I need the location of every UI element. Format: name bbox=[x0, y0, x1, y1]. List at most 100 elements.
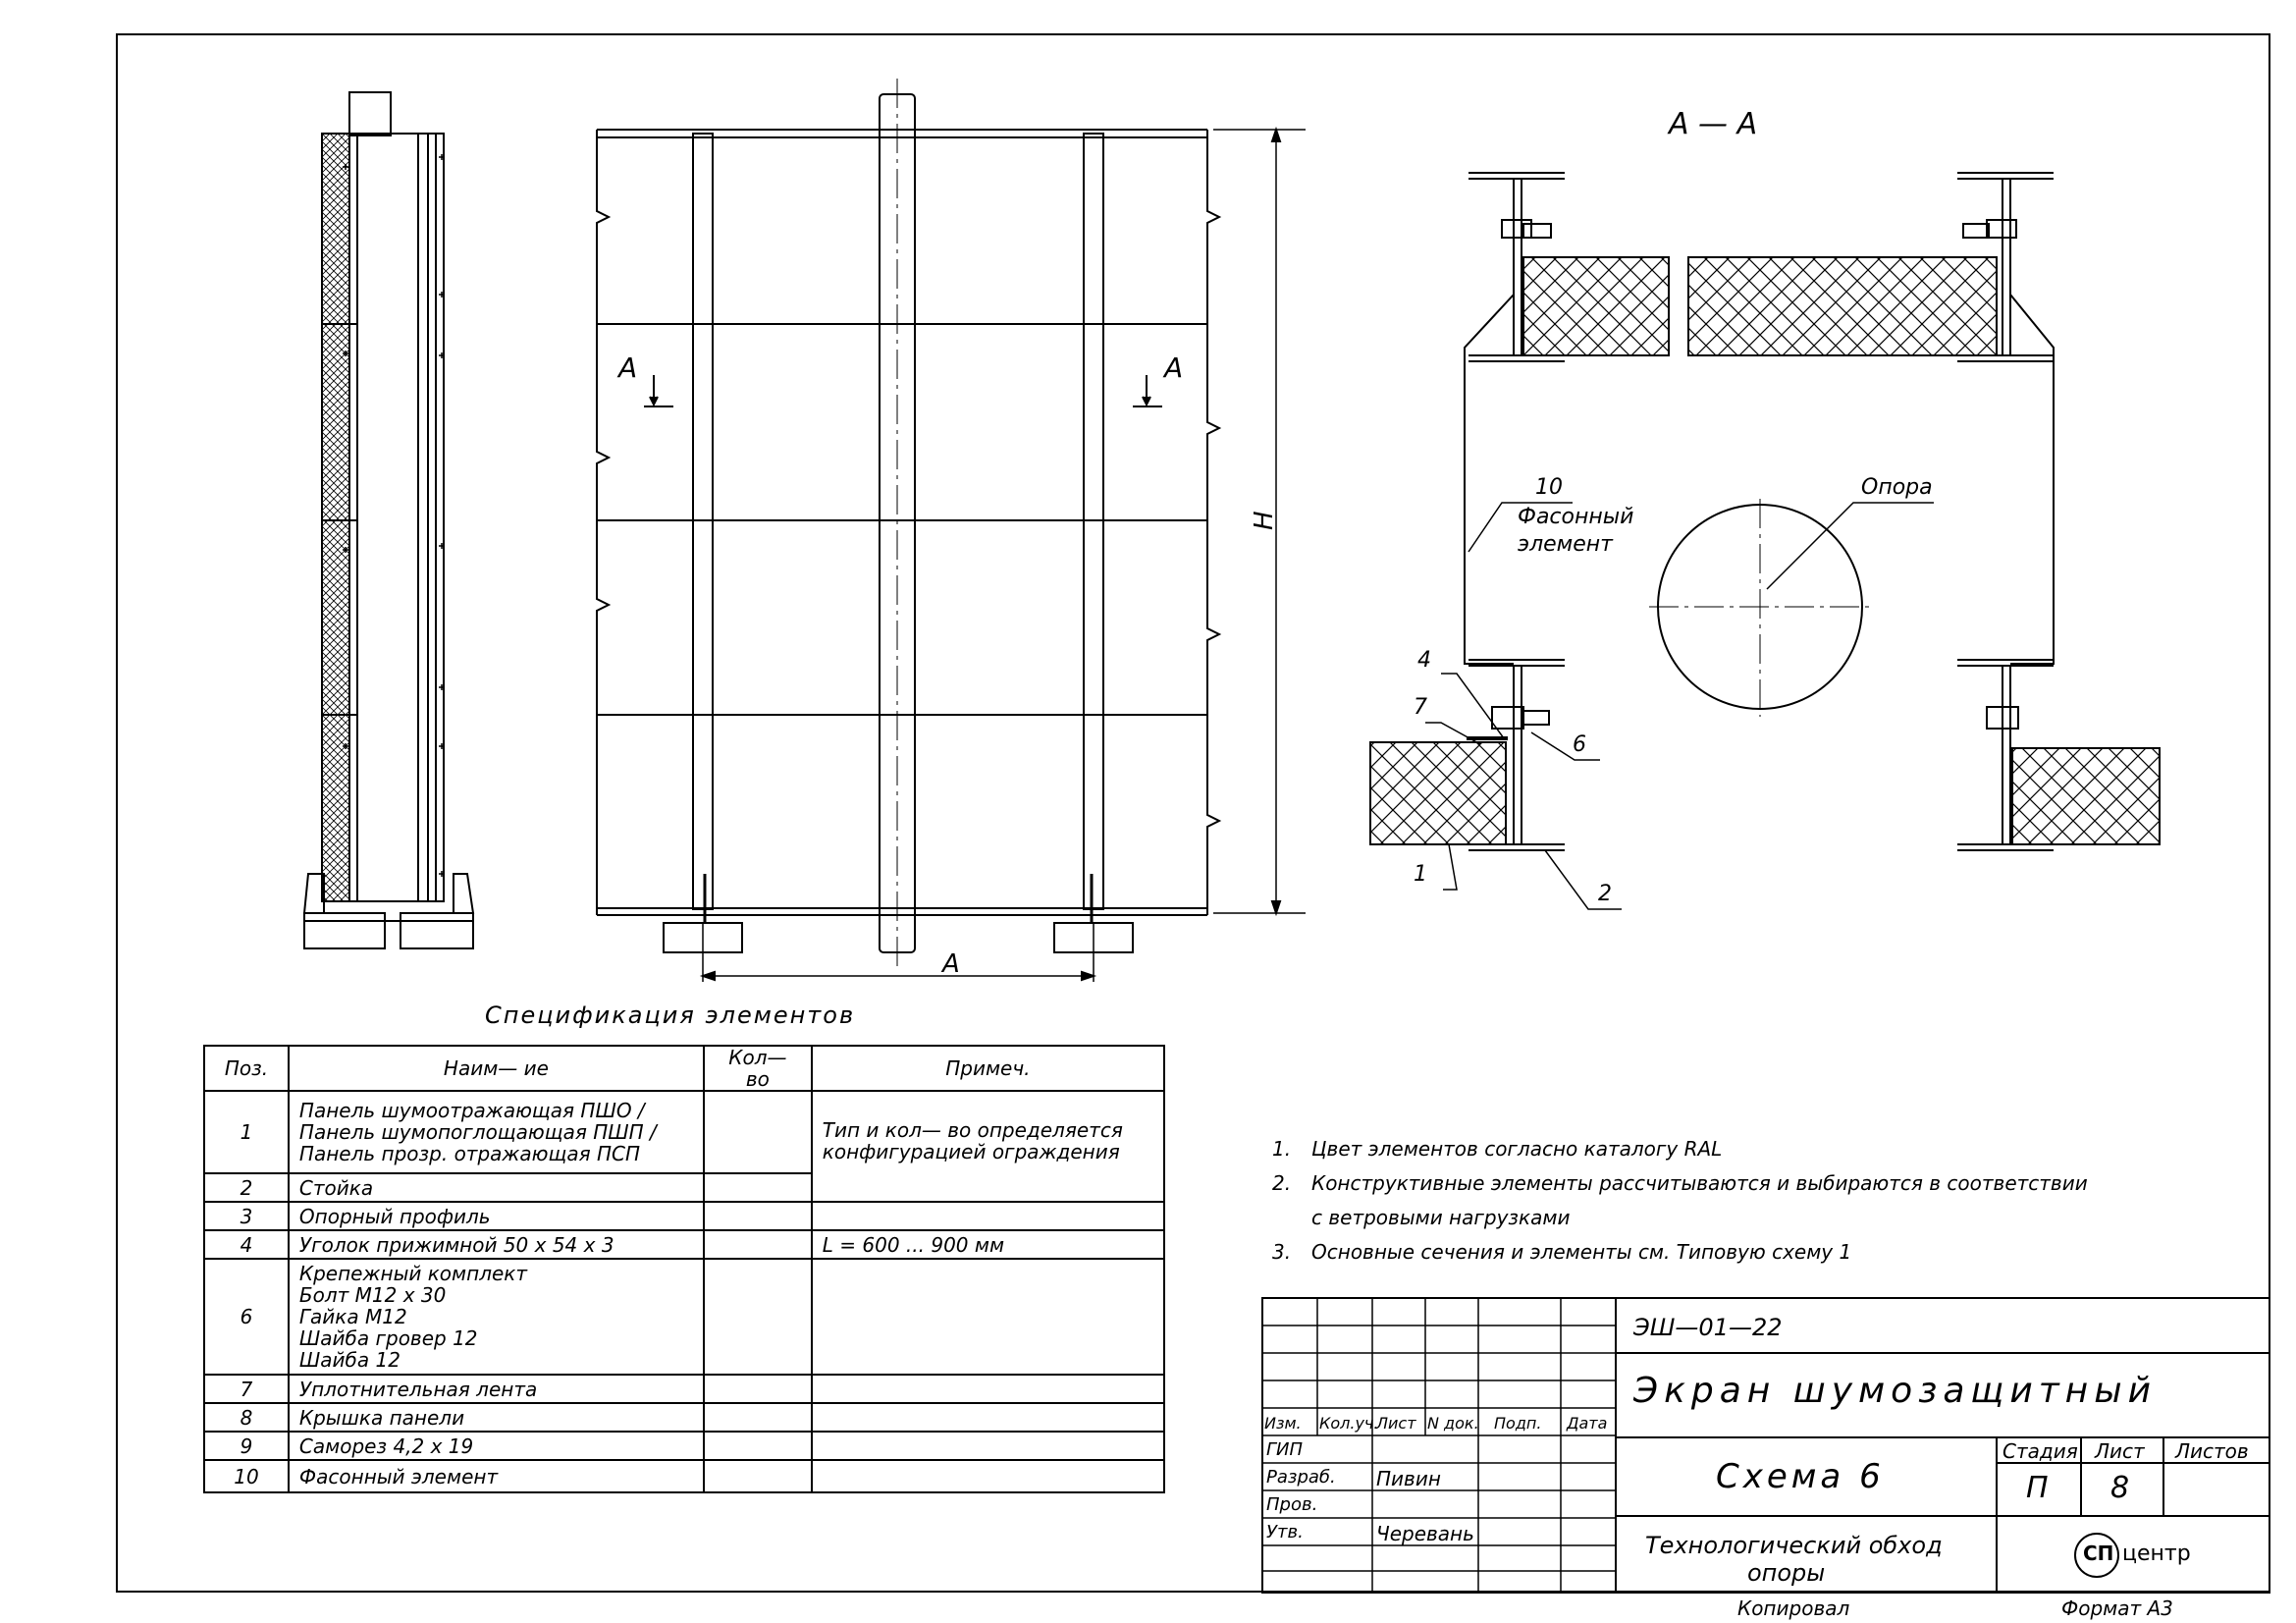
cut-mark-right: А bbox=[1162, 352, 1183, 384]
spec-qty bbox=[703, 1090, 813, 1174]
spec-pos: 6 bbox=[203, 1258, 290, 1376]
callout-10-line2: элемент bbox=[1518, 532, 1614, 557]
col-podp: Подп. bbox=[1494, 1414, 1542, 1433]
spec-row: 3 Опорный профиль bbox=[203, 1201, 1166, 1231]
spec-row: 4 Уголок прижимной 50 х 54 х 3 L = 600 .… bbox=[203, 1229, 1166, 1260]
spec-pos: 7 bbox=[203, 1374, 290, 1404]
callout-1: 1 bbox=[1414, 862, 1427, 887]
spec-header-qty: Кол— во bbox=[703, 1045, 813, 1092]
spec-pos: 4 bbox=[203, 1229, 290, 1260]
spec-qty bbox=[703, 1374, 813, 1404]
spec-pos: 8 bbox=[203, 1402, 290, 1433]
spec-qty bbox=[703, 1431, 813, 1461]
sheets-label: Листов bbox=[2175, 1439, 2249, 1463]
subtitle-line1: Технологический обход bbox=[1645, 1532, 1943, 1559]
general-notes: 1.Цвет элементов согласно каталогу RAL 2… bbox=[1272, 1137, 2088, 1274]
sheet-title: Схема 6 bbox=[1716, 1457, 1885, 1496]
format-label: Формат А3 bbox=[2061, 1596, 2173, 1620]
role-utv: Утв. bbox=[1266, 1522, 1304, 1542]
callout-opora: Опора bbox=[1861, 475, 1933, 500]
spec-note bbox=[810, 1459, 1166, 1493]
note-item: 1.Цвет элементов согласно каталогу RAL bbox=[1272, 1137, 1723, 1161]
spec-pos: 10 bbox=[203, 1459, 290, 1493]
sheet-label: Лист bbox=[2095, 1439, 2145, 1463]
spec-pos: 2 bbox=[203, 1172, 290, 1203]
document-code: ЭШ—01—22 bbox=[1633, 1314, 1783, 1341]
role-gip: ГИП bbox=[1266, 1439, 1304, 1460]
spec-note bbox=[810, 1258, 1166, 1376]
spec-row: 7 Уплотнительная лента bbox=[203, 1374, 1166, 1404]
front-view bbox=[596, 79, 1306, 982]
role-razrab: Разраб. bbox=[1266, 1467, 1336, 1488]
project-name: Экран шумозащитный bbox=[1633, 1371, 2158, 1411]
spec-note bbox=[810, 1431, 1166, 1461]
col-list: Лист bbox=[1376, 1414, 1416, 1433]
spec-row: 2 Стойка bbox=[203, 1172, 1164, 1203]
spec-qty bbox=[703, 1201, 813, 1231]
role-prov: Пров. bbox=[1266, 1494, 1318, 1515]
copied-label: Копировал bbox=[1737, 1596, 1850, 1620]
col-data: Дата bbox=[1567, 1414, 1608, 1433]
side-view bbox=[302, 91, 475, 949]
dimension-span: А bbox=[940, 949, 960, 979]
spec-name: Уголок прижимной 50 х 54 х 3 bbox=[287, 1229, 706, 1260]
name-utv: Черевань bbox=[1376, 1522, 1474, 1545]
spec-pos: 3 bbox=[203, 1201, 290, 1231]
spec-header-pos: Поз. bbox=[203, 1045, 290, 1092]
spec-header-row: Поз. Наим— ие Кол— во Примеч. bbox=[203, 1045, 1166, 1092]
col-izm: Изм. bbox=[1264, 1414, 1302, 1433]
spec-pos: 9 bbox=[203, 1431, 290, 1461]
spec-qty bbox=[703, 1172, 813, 1203]
note-item: с ветровыми нагрузками bbox=[1311, 1206, 1571, 1229]
spec-name: Уплотнительная лента bbox=[287, 1374, 706, 1404]
note-item: 2.Конструктивные элементы рассчитываются… bbox=[1272, 1171, 2088, 1195]
section-view bbox=[1369, 172, 2161, 910]
spec-table: Поз. Наим— ие Кол— во Примеч. 1 Панель ш… bbox=[203, 1045, 1166, 1493]
spec-note bbox=[810, 1402, 1166, 1433]
dimension-height: Н bbox=[1250, 511, 1279, 530]
spec-note bbox=[810, 1201, 1166, 1231]
logo-suffix: центр bbox=[2122, 1542, 2191, 1566]
callout-7: 7 bbox=[1414, 695, 1427, 720]
spec-qty bbox=[703, 1258, 813, 1376]
spec-qty bbox=[703, 1402, 813, 1433]
spec-name: Саморез 4,2 х 19 bbox=[287, 1431, 706, 1461]
spec-row: 10 Фасонный элемент bbox=[203, 1459, 1166, 1493]
spec-header-name: Наим— ие bbox=[287, 1045, 706, 1092]
spec-note: L = 600 ... 900 мм bbox=[810, 1229, 1166, 1260]
callout-4: 4 bbox=[1417, 648, 1431, 673]
name-razrab: Пивин bbox=[1376, 1467, 1441, 1490]
callout-10: 10 bbox=[1535, 475, 1563, 500]
spec-qty bbox=[703, 1459, 813, 1493]
spec-name: Опорный профиль bbox=[287, 1201, 706, 1231]
stage-value: П bbox=[2026, 1471, 2049, 1505]
spec-note bbox=[810, 1374, 1166, 1404]
col-koluch: Кол.уч. bbox=[1319, 1414, 1379, 1433]
spec-qty bbox=[703, 1229, 813, 1260]
callout-6: 6 bbox=[1573, 732, 1586, 757]
spec-title: Спецификация элементов bbox=[485, 1001, 856, 1029]
note-item: 3.Основные сечения и элементы см. Типову… bbox=[1272, 1240, 1852, 1264]
cut-mark-left: А bbox=[616, 352, 637, 384]
spec-name: Панель шумоотражающая ПШО /Панель шумопо… bbox=[287, 1090, 706, 1174]
spec-row: 9 Саморез 4,2 х 19 bbox=[203, 1431, 1166, 1461]
spec-name: Стойка bbox=[287, 1172, 706, 1203]
callout-2: 2 bbox=[1598, 882, 1612, 906]
title-block bbox=[1261, 1297, 2270, 1594]
spec-name: Крышка панели bbox=[287, 1402, 706, 1433]
spec-row: 1 Панель шумоотражающая ПШО /Панель шумо… bbox=[203, 1090, 1166, 1203]
logo-icon: СП bbox=[2083, 1542, 2114, 1565]
spec-header-note: Примеч. bbox=[810, 1045, 1166, 1092]
stage-label: Стадия bbox=[2002, 1439, 2078, 1463]
spec-name: Фасонный элемент bbox=[287, 1459, 706, 1493]
sheet-value: 8 bbox=[2110, 1471, 2130, 1505]
spec-row: 8 Крышка панели bbox=[203, 1402, 1166, 1433]
spec-pos: 1 bbox=[203, 1090, 290, 1174]
col-ndok: N док. bbox=[1427, 1414, 1479, 1433]
subtitle-line2: опоры bbox=[1747, 1559, 1826, 1587]
drawing-frame bbox=[116, 33, 2270, 1593]
